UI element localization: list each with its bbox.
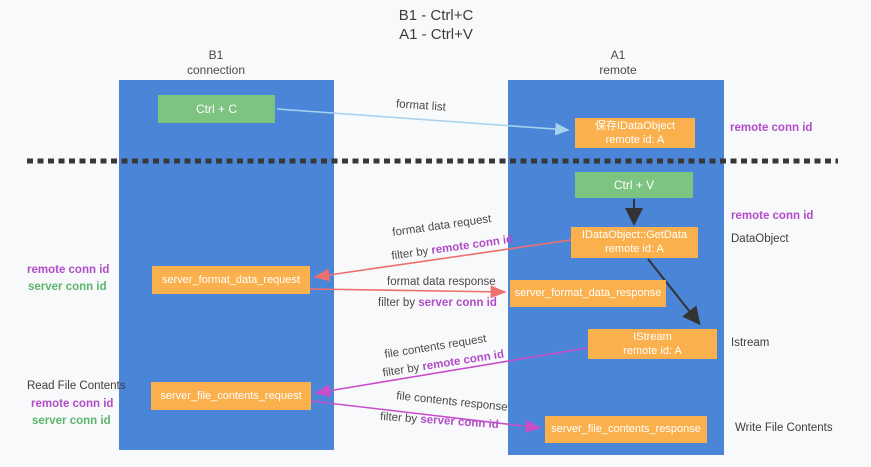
lifeline-header-b1: B1 connection: [155, 48, 277, 78]
filter-by-text: filter by: [381, 361, 424, 380]
save-idataobject-line1: 保存IDataObject: [594, 120, 676, 132]
dataobject-annotation: DataObject: [731, 233, 789, 245]
save-idataobject-line2: remote id: A: [605, 133, 665, 146]
filter-by-text: filter by: [390, 244, 433, 263]
title-line-1: B1 - Ctrl+C: [398, 7, 474, 24]
remote-conn-id-annotation-top: remote conn id: [730, 122, 813, 134]
istream-line2: remote id: A: [623, 344, 682, 357]
server-file-contents-request-box: server_file_contents_request: [151, 382, 311, 410]
save-idataobject-box: 保存IDataObject remote id: A: [575, 118, 695, 148]
server-conn-id-annotation-left-2: server conn id: [32, 415, 111, 427]
server-conn-id-key: server conn id: [419, 413, 500, 432]
remote-conn-id-key: remote conn id: [430, 233, 514, 257]
server-file-contents-response-box: server_file_contents_response: [545, 416, 707, 443]
remote-conn-id-annotation-left-2: remote conn id: [31, 398, 114, 410]
file-contents-response-filter-label: filter by server conn id: [380, 411, 499, 431]
diagram-title: B1 - Ctrl+C A1 - Ctrl+V: [330, 6, 542, 44]
ctrl-v-box: Ctrl + V: [575, 172, 693, 198]
arrow-format-data-response: [309, 285, 507, 299]
format-list-label: format list: [395, 98, 447, 114]
server-format-data-response-box: server_format_data_response: [510, 280, 666, 307]
title-line-2: A1 - Ctrl+V: [399, 26, 473, 43]
filter-by-text: filter by: [378, 297, 419, 309]
write-file-contents-annotation: Write File Contents: [735, 422, 833, 434]
format-data-request-filter-label: filter by remote conn id: [391, 234, 514, 263]
read-file-contents-annotation: Read File Contents: [27, 380, 126, 392]
idataobject-getdata-box: IDataObject::GetData remote id: A: [571, 227, 698, 258]
lifeline-header-a1: A1 remote: [557, 48, 679, 78]
lifeline-b1-name: B1: [208, 48, 224, 62]
format-data-response-label: format data response: [387, 276, 496, 288]
format-data-request-label: format data request: [391, 213, 493, 239]
lifeline-a1-role: remote: [599, 63, 637, 77]
getdata-line2: remote id: A: [605, 242, 664, 255]
filter-by-text: filter by: [379, 410, 421, 426]
istream-box: IStream remote id: A: [588, 329, 717, 359]
format-data-response-filter-label: filter by server conn id: [378, 297, 497, 309]
lifeline-b1-role: connection: [186, 63, 246, 77]
server-format-data-request-box: server_format_data_request: [152, 266, 310, 294]
server-conn-id-key: server conn id: [418, 297, 497, 309]
lifeline-a1-name: A1: [610, 48, 626, 62]
getdata-line1: IDataObject::GetData: [581, 229, 688, 241]
server-conn-id-annotation-left-1: server conn id: [28, 281, 107, 293]
istream-line1: IStream: [633, 331, 672, 343]
remote-conn-id-annotation-mid: remote conn id: [731, 210, 814, 222]
file-contents-response-label: file contents response: [395, 390, 509, 414]
istream-annotation: Istream: [731, 337, 770, 349]
ctrl-c-box: Ctrl + C: [158, 95, 275, 123]
remote-conn-id-annotation-left-1: remote conn id: [27, 264, 110, 276]
